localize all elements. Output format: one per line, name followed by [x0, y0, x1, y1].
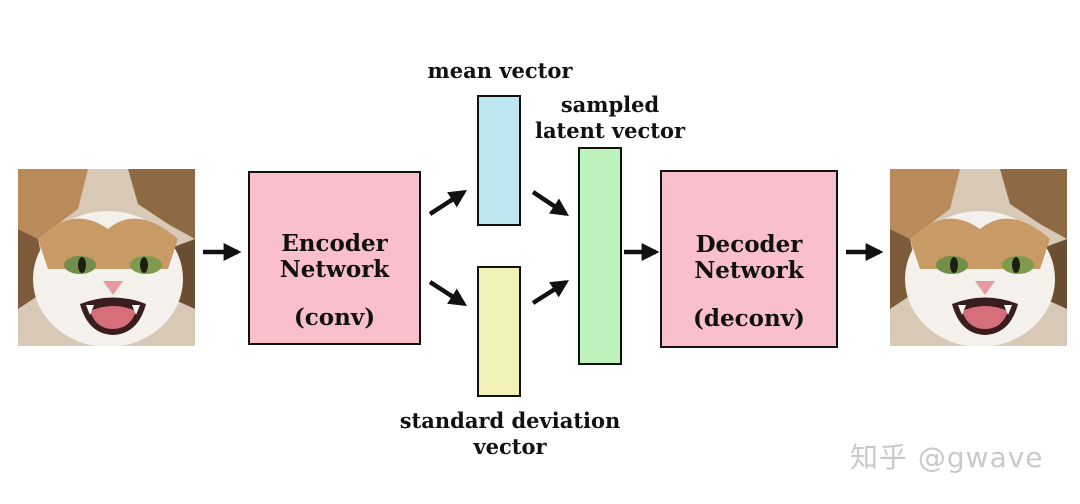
- arrow-encoder-to-mean: [428, 190, 468, 216]
- decoder-network-box: Decoder Network (deconv): [660, 170, 838, 348]
- mean-vector-label: mean vector: [427, 58, 573, 83]
- encoder-line2: Network: [279, 256, 390, 283]
- arrow-encoder-to-std: [428, 280, 468, 306]
- encoder-line3: (conv): [293, 304, 376, 331]
- decoder-line2: Network: [694, 257, 804, 284]
- std-deviation-vector-box: [477, 266, 521, 397]
- encoder-network-box: Encoder Network (conv): [248, 171, 421, 345]
- sampled-latent-label-line1: sampled: [560, 92, 660, 117]
- decoder-line1: Decoder: [695, 231, 803, 258]
- std-deviation-label-line2: vector: [473, 434, 547, 459]
- sampled-latent-label-line2: latent vector: [534, 118, 686, 143]
- arrow-std-to-latent: [531, 280, 570, 305]
- input-cat-image: [18, 169, 195, 346]
- decoder-line3: (deconv): [693, 305, 805, 332]
- arrow-mean-to-latent: [531, 190, 569, 216]
- output-cat-image: [890, 169, 1067, 346]
- mean-vector-box: [477, 95, 521, 226]
- std-deviation-label-line1: standard deviation: [399, 408, 621, 433]
- encoder-line1: Encoder: [281, 230, 388, 257]
- sampled-latent-vector-box: [578, 147, 622, 365]
- watermark: 知乎 @gwave: [850, 441, 1044, 474]
